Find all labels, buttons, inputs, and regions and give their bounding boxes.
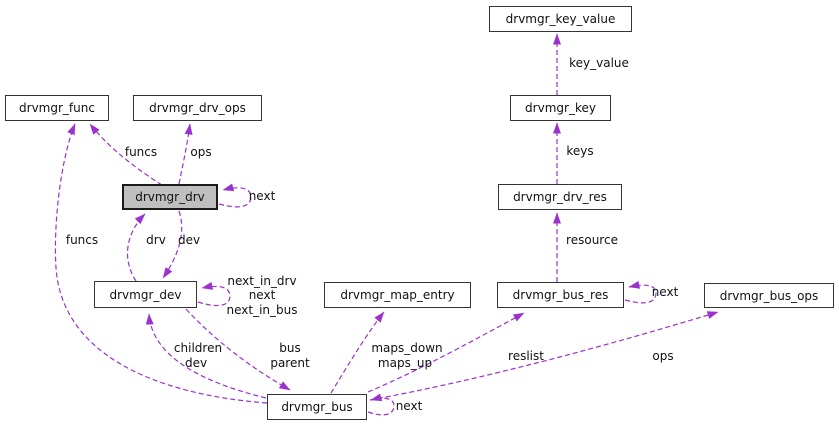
edge-bus-self-loop (367, 393, 395, 416)
edge-bus-to-busops (369, 311, 719, 401)
node-drvmgr-drv-res[interactable]: drvmgr_drv_res (498, 184, 622, 210)
node-drvmgr-bus-res[interactable]: drvmgr_bus_res (497, 282, 624, 308)
node-label: drvmgr_bus_res (512, 288, 609, 302)
edge-bus-to-busres (367, 312, 525, 393)
edge-busres-self-loop (624, 280, 657, 304)
edge-bus-to-dev (145, 313, 267, 399)
edge-drv-to-func (89, 123, 163, 186)
node-drvmgr-dev[interactable]: drvmgr_dev (94, 281, 197, 308)
edge-bus-to-func (54, 123, 268, 404)
node-label: drvmgr_func (19, 101, 95, 115)
node-drvmgr-key-value[interactable]: drvmgr_key_value (489, 6, 632, 32)
edge-drv-self-loop (218, 183, 252, 208)
node-drvmgr-bus[interactable]: drvmgr_bus (267, 394, 367, 420)
node-label: drvmgr_bus (281, 400, 353, 414)
edge-bus-to-mapentry (330, 311, 385, 394)
node-drvmgr-bus-ops[interactable]: drvmgr_bus_ops (704, 283, 834, 308)
node-label: drvmgr_drv_ops (149, 101, 246, 115)
edge-dev-to-drv (127, 213, 146, 282)
edge-drv-to-drvops (178, 123, 193, 185)
edge-drv-to-dev (162, 210, 183, 279)
node-label: drvmgr_key (525, 101, 596, 115)
edge-dev-to-bus (185, 308, 291, 391)
node-drvmgr-key[interactable]: drvmgr_key (510, 95, 611, 121)
node-label: drvmgr_drv_res (513, 190, 607, 204)
node-drvmgr-drv: drvmgr_drv (122, 184, 218, 210)
node-drvmgr-map-entry[interactable]: drvmgr_map_entry (324, 282, 471, 308)
node-label: drvmgr_key_value (505, 12, 616, 26)
node-drvmgr-func[interactable]: drvmgr_func (5, 95, 109, 121)
node-label: drvmgr_map_entry (340, 288, 455, 302)
node-label: drvmgr_bus_ops (719, 288, 819, 303)
edge-dev-self-loop (197, 281, 231, 307)
node-drvmgr-drv-ops[interactable]: drvmgr_drv_ops (133, 95, 262, 121)
node-label: drvmgr_drv (135, 190, 205, 204)
node-label: drvmgr_dev (109, 287, 182, 302)
